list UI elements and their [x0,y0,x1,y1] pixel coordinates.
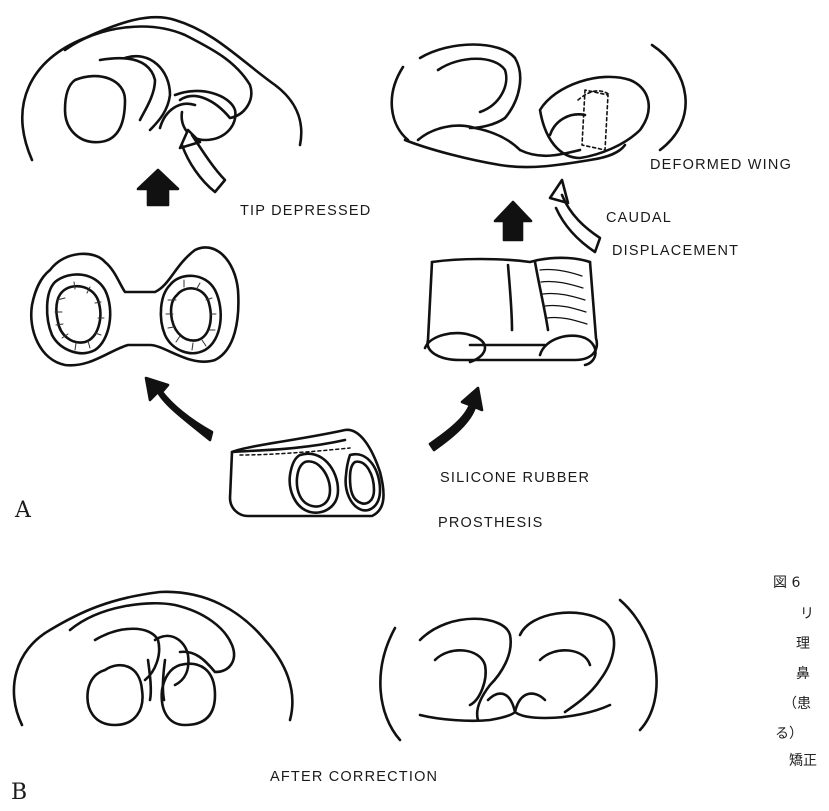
label-tip-depressed: TIP DEPRESSED [240,203,371,219]
caption-line-5: る） [775,723,803,743]
nose-base-corrected-left [14,592,292,725]
label-caudal: CAUDAL [606,210,672,226]
caption-line-3: 鼻 [796,663,810,683]
prosthesis-distorted [425,258,597,365]
nose-base-corrected-right [380,600,656,740]
label-prosthesis: PROSTHESIS [438,515,543,531]
caption-line-1: リ [800,603,814,623]
prosthesis-cross-section [31,247,238,365]
label-after-correction: AFTER CORRECTION [270,769,438,785]
silicone-prosthesis [230,430,384,516]
label-deformed-wing: DEFORMED WING [650,157,792,173]
nose-base-tip-depressed [22,17,301,192]
caption-line-2: 理 [796,633,810,653]
label-displacement: DISPLACEMENT [612,243,739,259]
curved-arrow-left [146,378,212,440]
solid-up-arrow-left [138,170,178,205]
curved-arrow-right [430,388,482,450]
label-silicone-rubber: SILICONE RUBBER [440,470,590,486]
caption-figure-number: 図 6 [773,572,800,592]
caption-line-6: 矯正 [789,750,817,770]
panel-label-b: B [11,780,27,805]
solid-up-arrow-right [495,202,531,240]
caption-line-4: （患 [783,693,811,713]
panel-label-a: A [15,498,31,523]
